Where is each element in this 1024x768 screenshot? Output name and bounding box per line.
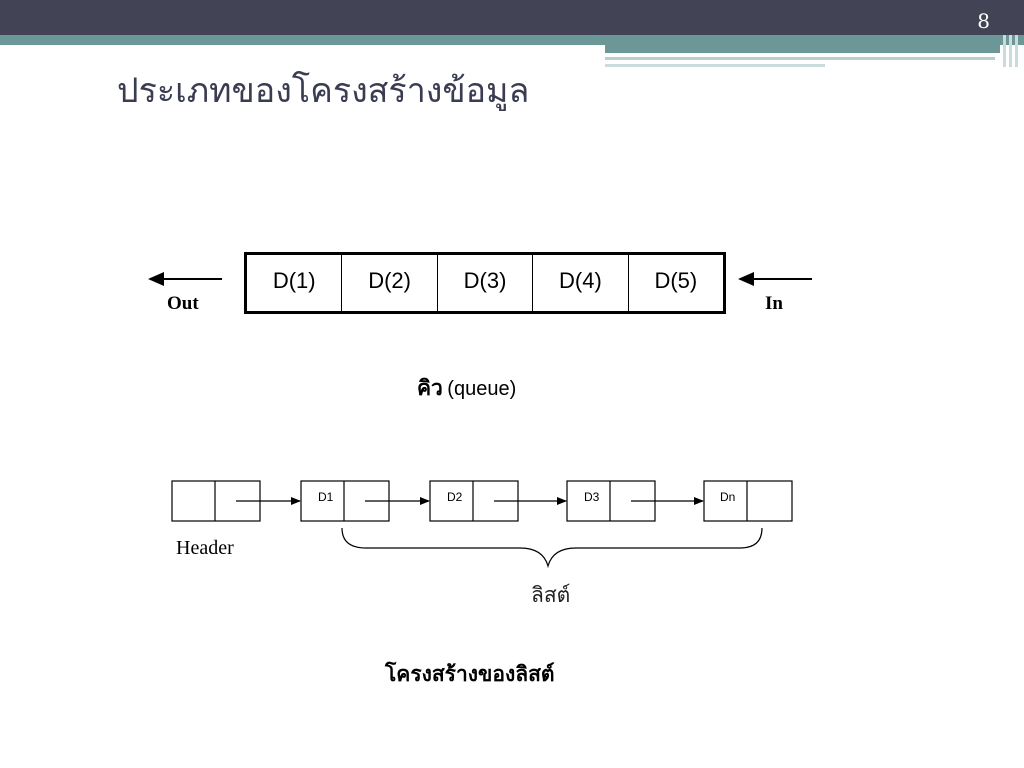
out-label: Out (167, 293, 199, 314)
out-arrow-icon (148, 272, 222, 286)
brace-icon (341, 527, 763, 569)
in-label: In (765, 293, 783, 314)
queue-box: D(1) D(2) D(3) D(4) D(5) (244, 252, 726, 314)
decor-vertical-line (1009, 35, 1012, 67)
decor-line (605, 64, 825, 67)
queue-caption-english: (queue) (447, 378, 517, 400)
node-label: D1 (318, 490, 334, 504)
accent-band-secondary (605, 45, 1000, 53)
decor-line (605, 57, 995, 60)
list-brace-label: ลิสต์ (531, 584, 571, 607)
queue-cell: D(1) (247, 255, 343, 311)
queue-cell: D(5) (654, 268, 698, 293)
page-number: 8 (977, 9, 990, 33)
node-label: D2 (447, 490, 463, 504)
node-label: D3 (584, 490, 600, 504)
decor-vertical-line (1003, 35, 1006, 67)
queue-cell: D(3) (438, 255, 534, 311)
queue-cell: D(4) (533, 255, 629, 311)
node-label: Dn (720, 490, 736, 504)
queue-cell: D(2) (342, 255, 438, 311)
slide-title: ประเภทของโครงสร้างข้อมูล (117, 71, 530, 111)
in-arrow-icon (738, 272, 812, 286)
accent-band (0, 35, 1024, 45)
queue-caption-thai: คิว (417, 377, 443, 400)
header-label: Header (176, 537, 234, 559)
list-node (703, 480, 793, 522)
top-bar (0, 0, 1024, 35)
list-structure-caption: โครงสร้างของลิสต์ (385, 663, 555, 686)
queue-caption: คิว (queue) (417, 372, 516, 405)
decor-vertical-line (1015, 35, 1018, 67)
